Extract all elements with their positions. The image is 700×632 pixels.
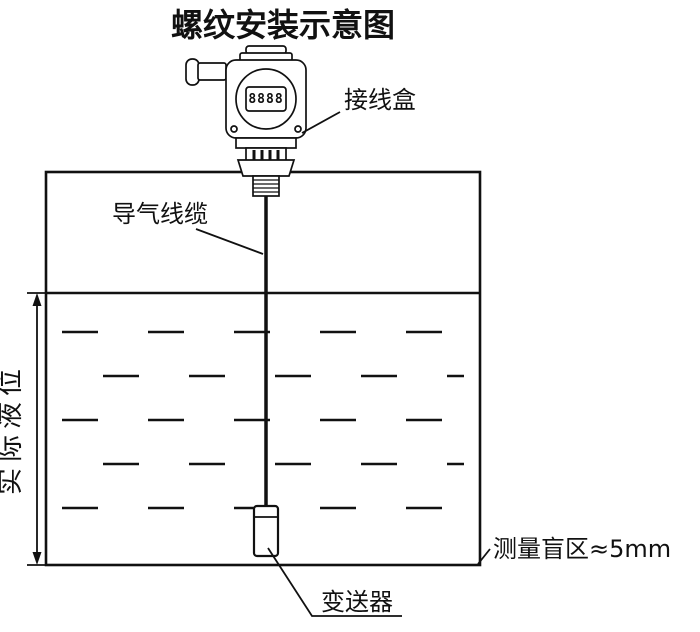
cable-gland-body bbox=[197, 62, 227, 81]
screw-right-icon bbox=[294, 125, 302, 133]
arrowhead-up-icon bbox=[32, 293, 42, 306]
probe-transmitter bbox=[252, 504, 280, 558]
blind-zone-label: 测量盲区≈5mm bbox=[493, 535, 671, 563]
level-dimension: 实际液位 bbox=[0, 292, 46, 566]
device-flange bbox=[235, 137, 297, 149]
blind-zone-leader bbox=[477, 548, 491, 565]
display-screen bbox=[245, 86, 287, 112]
display-digits: 8888 bbox=[248, 92, 283, 107]
junction-box-leader bbox=[301, 111, 341, 134]
junction-box-label: 接线盒 bbox=[344, 86, 416, 114]
air-cable-leader bbox=[195, 228, 264, 255]
screw-left-icon bbox=[230, 125, 238, 133]
transmitter-label: 变送器 bbox=[321, 588, 393, 616]
arrowhead-down-icon bbox=[32, 552, 42, 565]
cable-gland-cap bbox=[185, 58, 200, 86]
air-cable-label: 导气线缆 bbox=[112, 200, 208, 228]
cable-and-probe bbox=[252, 196, 280, 558]
actual-level-label: 实际液位 bbox=[0, 363, 26, 495]
hex-nut bbox=[236, 159, 296, 177]
thread-stub bbox=[252, 175, 280, 197]
annotations: 接线盒 导气线缆 测量盲区≈5mm 变送器 bbox=[112, 86, 671, 617]
diagram-title: 螺纹安装示意图 bbox=[171, 6, 395, 44]
transmitter-device: 8888 bbox=[185, 45, 307, 197]
transmitter-leader bbox=[267, 547, 402, 617]
